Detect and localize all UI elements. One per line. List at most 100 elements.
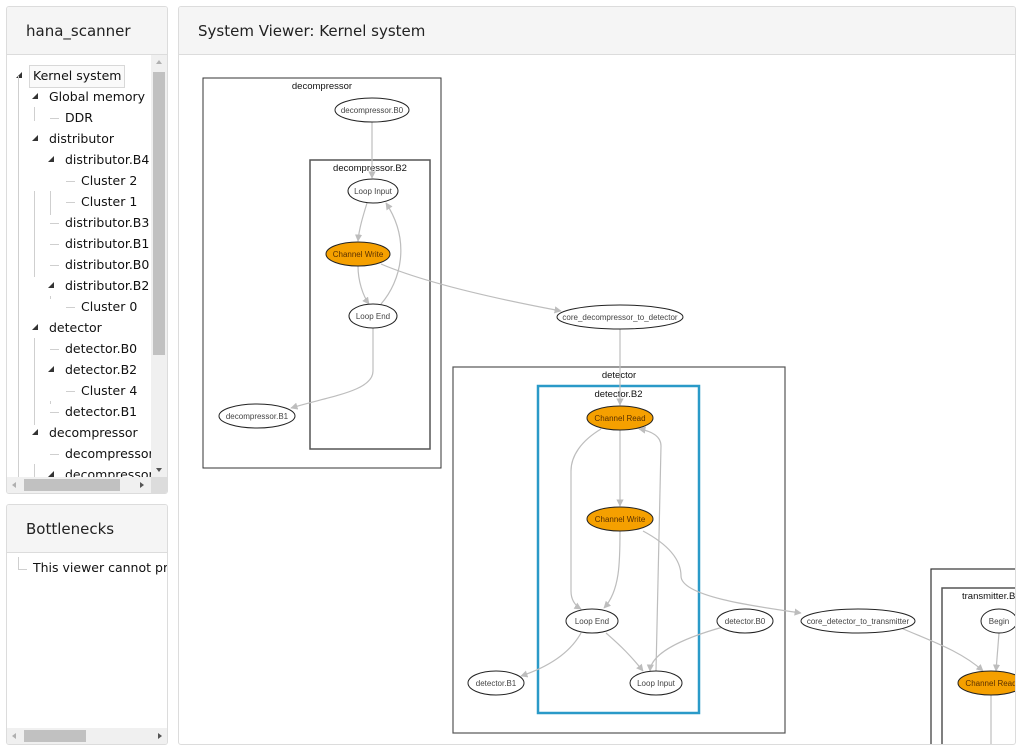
system-graph[interactable]: decompressordecompressor.B2detectordetec… — [179, 55, 1016, 745]
graph-edge — [603, 530, 621, 609]
cluster-decompressor[interactable] — [202, 77, 442, 469]
scroll-down-arrow-icon[interactable] — [156, 468, 162, 472]
tree-item[interactable]: distributor.B1 — [65, 236, 150, 251]
graph-node-tx-begin[interactable]: Begin — [980, 608, 1016, 634]
node-shape[interactable] — [467, 670, 525, 696]
scroll-right-arrow-icon[interactable] — [158, 733, 162, 739]
tree-item[interactable]: Cluster 2 — [81, 173, 138, 188]
scroll-left-arrow-icon[interactable] — [12, 733, 16, 739]
tree-item[interactable]: detector.B0 — [65, 341, 138, 356]
tree-item[interactable]: detector.B1 — [65, 404, 138, 419]
hierarchy-panel-title: hana_scanner — [7, 7, 167, 55]
expand-toggle-icon[interactable] — [32, 324, 38, 330]
node-shape[interactable] — [980, 608, 1016, 634]
graph-node-dt-cw[interactable]: Channel Write — [586, 506, 654, 532]
node-shape[interactable] — [800, 608, 916, 634]
node-label: decompressor.B1 — [226, 412, 289, 421]
scroll-right-arrow-icon[interactable] — [140, 482, 144, 488]
expand-toggle-icon[interactable] — [48, 471, 54, 477]
scroll-left-arrow-icon[interactable] — [12, 482, 16, 488]
graph-node-tx-cr[interactable]: Channel Read — [957, 670, 1016, 696]
graph-edge — [290, 328, 374, 410]
node-shape[interactable] — [347, 178, 399, 204]
tree-item[interactable]: detector.B2 — [65, 362, 138, 377]
node-shape[interactable] — [348, 303, 398, 329]
graph-node-dc-li[interactable]: Loop Input — [347, 178, 399, 204]
graph-node-dc-b1[interactable]: decompressor.B1 — [218, 403, 296, 429]
tree-item[interactable]: detector — [49, 320, 102, 335]
node-shape[interactable] — [629, 670, 683, 696]
tree-vertical-scrollbar[interactable] — [151, 55, 167, 478]
graph-node-dt-cr[interactable]: Channel Read — [586, 405, 654, 431]
cluster-label: detector — [602, 370, 636, 381]
tree-item[interactable]: decompressor — [49, 425, 138, 440]
tree-connector — [66, 181, 75, 182]
tree-connector — [50, 265, 59, 266]
graph-node-dt-b0[interactable]: detector.B0 — [716, 608, 774, 634]
bottlenecks-horizontal-scrollbar[interactable] — [7, 728, 167, 744]
node-shape[interactable] — [556, 304, 684, 330]
expand-toggle-icon[interactable] — [48, 282, 54, 288]
cluster-detector[interactable] — [452, 366, 786, 734]
node-shape[interactable] — [586, 405, 654, 431]
node-shape[interactable] — [325, 241, 391, 267]
scroll-up-arrow-icon[interactable] — [156, 60, 162, 64]
graph-node-dc-b0[interactable]: decompressor.B0 — [334, 97, 410, 123]
system-viewer-title: System Viewer: Kernel system — [179, 7, 1015, 55]
graph-edge — [354, 202, 368, 242]
graph-node-dt-b1[interactable]: detector.B1 — [467, 670, 525, 696]
node-label: Channel Read — [594, 414, 645, 423]
tree-connector — [34, 191, 35, 277]
node-shape[interactable] — [586, 506, 654, 532]
expand-toggle-icon[interactable] — [32, 429, 38, 435]
graph-node-dc-cw[interactable]: Channel Write — [325, 241, 391, 267]
graph-node-dc-le[interactable]: Loop End — [348, 303, 398, 329]
cluster-transmitter[interactable] — [930, 568, 1016, 745]
expand-toggle-icon[interactable] — [32, 93, 38, 99]
tree-item[interactable]: decompressor. — [65, 446, 151, 461]
tree-item[interactable]: decompressor. — [65, 467, 151, 478]
node-shape[interactable] — [716, 608, 774, 634]
node-shape[interactable] — [218, 403, 296, 429]
expand-toggle-icon[interactable] — [16, 72, 22, 78]
node-shape[interactable] — [565, 608, 619, 634]
tree-item[interactable]: distributor.B2 — [65, 278, 150, 293]
expand-toggle-icon[interactable] — [48, 366, 54, 372]
tree-item[interactable]: Global memory — [49, 89, 146, 104]
tree-item[interactable]: distributor.B4 — [65, 152, 150, 167]
graph-node-ch1[interactable]: core_decompressor_to_detector — [556, 304, 684, 330]
tree-item[interactable]: Cluster 4 — [81, 383, 138, 398]
tree-connector — [66, 307, 75, 308]
tree-item[interactable]: distributor.B3 — [65, 215, 150, 230]
graph-node-dt-le[interactable]: Loop End — [565, 608, 619, 634]
tree-item[interactable]: distributor.B0 — [65, 257, 150, 272]
tree-connector — [34, 464, 35, 478]
node-label: Loop Input — [637, 679, 676, 688]
tree-connector — [50, 296, 51, 299]
tree-item[interactable]: DDR — [65, 110, 93, 125]
scroll-thumb[interactable] — [24, 730, 86, 742]
cluster-decompressor-b2[interactable] — [309, 159, 431, 450]
expand-toggle-icon[interactable] — [32, 135, 38, 141]
tree-connector — [66, 202, 75, 203]
cluster-detector-b2[interactable] — [536, 384, 701, 715]
tree-connector — [50, 118, 59, 119]
tree-item[interactable]: distributor — [49, 131, 114, 146]
tree-item[interactable]: Cluster 1 — [81, 194, 138, 209]
graph-edge — [646, 626, 724, 672]
graph-edge — [605, 632, 644, 672]
cluster-transmitter-b[interactable] — [941, 587, 1016, 745]
graph-node-ch2[interactable]: core_detector_to_transmitter — [800, 608, 916, 634]
graph-node-dt-li[interactable]: Loop Input — [629, 670, 683, 696]
tree-item[interactable]: Kernel system — [29, 65, 126, 88]
node-shape[interactable] — [957, 670, 1016, 696]
node-label: detector.B0 — [725, 617, 766, 626]
tree-horizontal-scrollbar[interactable] — [7, 477, 151, 493]
tree-item[interactable]: Cluster 0 — [81, 299, 138, 314]
expand-toggle-icon[interactable] — [48, 156, 54, 162]
tree-connector — [18, 557, 19, 569]
scroll-thumb[interactable] — [24, 479, 120, 491]
scroll-thumb[interactable] — [153, 72, 165, 355]
node-shape[interactable] — [334, 97, 410, 123]
tree-connector — [50, 454, 59, 455]
